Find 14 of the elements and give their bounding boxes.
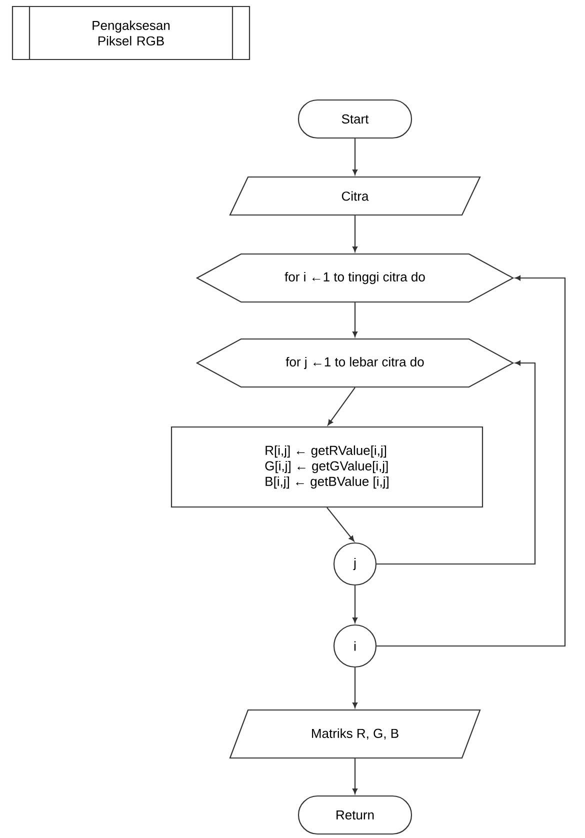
data-parallelogram: Matriks R, G, B — [229, 709, 481, 759]
arrow — [352, 586, 358, 623]
arrow — [328, 387, 356, 426]
arrow — [352, 216, 358, 252]
arrow — [352, 668, 358, 708]
arrow — [326, 507, 354, 542]
process-box: R[i,j] ← getRValue[i,j] G[i,j] ← getGValue[i,j] B[i,j] ← getBValue [i,j] — [170, 426, 484, 508]
arrow — [352, 758, 358, 794]
data-parallelogram: Citra — [229, 176, 481, 216]
arrow — [376, 360, 536, 565]
arrow — [376, 275, 566, 647]
predefined-process-box: Pengaksesan Piksel RGB — [12, 6, 250, 60]
arrow — [352, 302, 358, 337]
arrow — [352, 138, 358, 175]
